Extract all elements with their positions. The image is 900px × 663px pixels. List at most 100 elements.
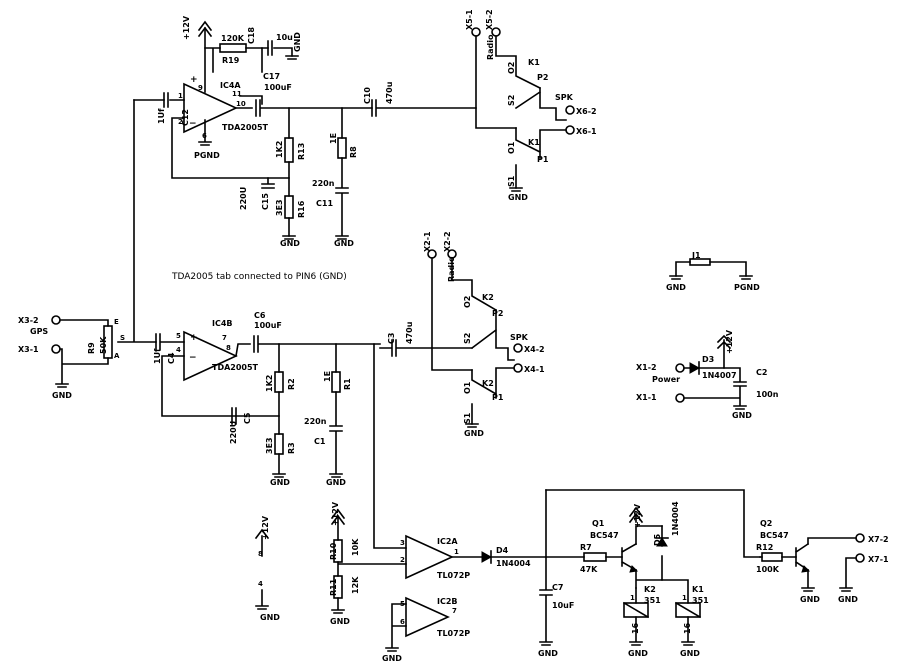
c3-name: C3 <box>387 333 396 344</box>
x6-2-terminal <box>565 105 575 115</box>
d3-label: D3 <box>702 355 714 364</box>
j1-label: J1 <box>691 251 701 260</box>
r9-potentiometer <box>103 325 113 359</box>
c7-gnd: GND <box>538 649 558 658</box>
j1-gnd: GND <box>666 283 686 292</box>
r8-resistor <box>337 137 347 159</box>
c2-label: C2 <box>756 368 767 377</box>
k1-coil-pin1: 1 <box>682 594 687 602</box>
q2-label: Q2 <box>760 519 772 528</box>
ic4a-type: TDA2005T <box>222 123 269 132</box>
r11-name: R11 <box>329 578 338 596</box>
r2-name: R2 <box>287 378 296 390</box>
x3-gnd: GND <box>52 391 72 400</box>
r8-value: 1E <box>329 133 338 144</box>
c6-name: C6 <box>254 311 266 320</box>
d4-label: D4 <box>496 546 509 555</box>
c11-value: 220n <box>312 179 335 188</box>
c4-name: C4 <box>167 352 176 364</box>
x3-2-label: X3-2 <box>18 316 39 325</box>
r19-value: 120K <box>221 34 245 43</box>
x1-1-terminal <box>675 393 685 403</box>
q1-driver: Q1 BC547 +12V D5 1N4004 K2 351 1 16 GND … <box>590 501 709 658</box>
c7-label: C7 <box>552 583 563 592</box>
x5-2-label: X5-2 <box>485 9 494 30</box>
c11-gnd: GND <box>334 239 354 248</box>
o1-label-b: O1 <box>463 381 472 394</box>
power-gnd: GND <box>732 411 752 420</box>
power-input: X1-2 Power D3 1N4007 +12V C2 100n X1-1 G… <box>636 329 779 420</box>
r16-name: R16 <box>297 200 306 218</box>
c1-value: 220n <box>304 417 327 426</box>
x1-2-terminal <box>675 363 685 373</box>
c10-name: C10 <box>363 87 372 104</box>
pin-9: 9 <box>198 84 203 92</box>
r19-resistor <box>219 43 247 53</box>
c5-value: 220U <box>229 421 238 444</box>
r12-label: R12 <box>756 543 773 552</box>
r10-value: 10K <box>351 538 360 556</box>
ic2a-opamp <box>405 534 454 580</box>
x3-1-label: X3-1 <box>18 345 39 354</box>
x7-2-terminal <box>855 533 865 543</box>
x2-2-label: X2-2 <box>443 231 452 252</box>
k2-coil-pin16: 16 <box>631 622 640 634</box>
r7-label: R7 <box>580 543 592 552</box>
c4-value: 1Uf <box>153 348 162 364</box>
ic2a-type: TL072P <box>437 571 470 580</box>
s1-gnd: GND <box>508 193 528 202</box>
c6-value: 100uF <box>254 321 282 330</box>
ic2b-pin7: 7 <box>452 607 457 615</box>
r3-value: 3E3 <box>265 437 274 454</box>
p1-label-b: P1 <box>492 393 504 402</box>
x7-1-label: X7-1 <box>868 555 889 564</box>
r8-name: R8 <box>349 146 358 158</box>
r9-pin-e: E <box>114 318 119 326</box>
o1-label: O1 <box>507 141 516 154</box>
pin-2: 2 <box>178 118 183 126</box>
r10-name: R10 <box>329 542 338 560</box>
ic4a-label: IC4A <box>220 81 241 90</box>
c17-name: C17 <box>263 72 280 81</box>
k1-label-top: K1 <box>528 58 540 67</box>
k1-coil-type: 351 <box>692 596 709 605</box>
ic2b-type: TL072P <box>437 629 470 638</box>
p2-label-b: P2 <box>492 309 503 318</box>
minus-in-b: − <box>189 353 197 363</box>
x3-2-terminal <box>51 315 61 325</box>
r11-gnd: GND <box>330 617 350 626</box>
relay-k1-contacts: X5-1 X5-2 Radio K1 O2 P2 S2 SPK X6-2 X6-… <box>465 9 597 202</box>
k1-coil-pin16: 16 <box>683 622 692 634</box>
j1-pgnd: PGND <box>734 283 760 292</box>
x4-2-terminal <box>513 343 523 353</box>
c15-name: C15 <box>261 193 270 210</box>
ic2b-gnd: GND <box>382 654 402 663</box>
tab-note: TDA2005 tab connected to PIN6 (GND) <box>171 272 347 282</box>
vcc-ic2-label: +12V <box>261 515 270 540</box>
x1-1-label: X1-1 <box>636 393 657 402</box>
vcc-q1-label: +12V <box>633 503 642 528</box>
relay-k2-contacts: X2-1 X2-2 Radio K2 O2 P2 S2 SPK X4-2 X4-… <box>423 231 545 438</box>
pgnd-label: PGND <box>194 151 220 160</box>
x1-2-label: X1-2 <box>636 363 657 372</box>
x7-gnd: GND <box>838 595 858 604</box>
r12-resistor <box>761 552 783 562</box>
r1-name: R1 <box>343 378 352 390</box>
c1-gnd: GND <box>326 478 346 487</box>
d5-type: 1N4004 <box>671 501 680 536</box>
x7-2-label: X7-2 <box>868 535 889 544</box>
c1-name: C1 <box>314 437 326 446</box>
x4-2-label: X4-2 <box>524 345 545 354</box>
c18-name: C18 <box>247 27 256 44</box>
c3-value: 470u <box>405 321 414 344</box>
x4-1-terminal <box>513 363 523 373</box>
s2-label: S2 <box>507 95 516 106</box>
x7-1-terminal <box>855 553 865 563</box>
r2-value: 1K2 <box>265 375 274 392</box>
ic2-pin8: 8 <box>258 550 263 558</box>
o2-label-b: O2 <box>463 296 472 308</box>
c11-name: C11 <box>316 199 333 208</box>
k2-coil-label: K2 <box>644 585 656 594</box>
r12-value: 100K <box>756 565 780 574</box>
s1-label: S1 <box>507 175 516 187</box>
